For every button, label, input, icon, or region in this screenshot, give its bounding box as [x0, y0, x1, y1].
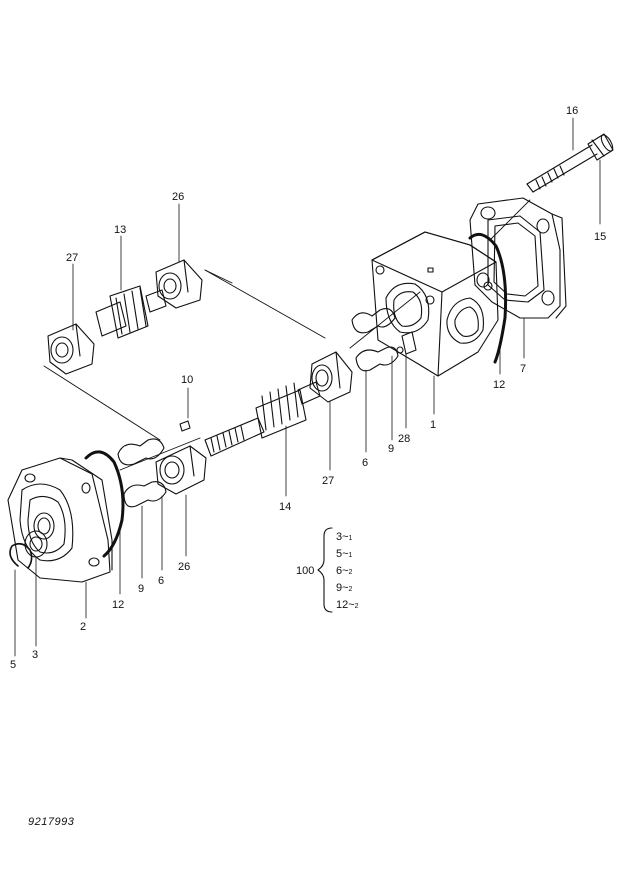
callout-12-right: 12 — [493, 379, 505, 391]
kit-item-qty: 2 — [355, 603, 359, 610]
callout-2: 2 — [80, 621, 86, 633]
drawing-number: 9217993 — [28, 816, 75, 828]
oil-seal-part-3 — [24, 530, 48, 558]
kit-brace — [317, 527, 333, 613]
kit-item-part: 12~ — [336, 599, 355, 611]
callout-5: 5 — [10, 659, 16, 671]
kit-item-qty: 1 — [349, 552, 353, 559]
kit-item: 3~1 — [336, 531, 353, 543]
pin-part-28 — [401, 331, 417, 355]
bushing-part-27-right — [309, 351, 353, 403]
callout-16: 16 — [566, 105, 578, 117]
callout-12-left: 12 — [112, 599, 124, 611]
cover-plate-part-7 — [469, 197, 567, 319]
callout-3: 3 — [32, 649, 38, 661]
callout-1: 1 — [430, 419, 436, 431]
callout-15: 15 — [594, 231, 606, 243]
callout-labels: 16 15 26 13 27 10 12 7 1 28 9 6 27 14 26… — [10, 105, 606, 671]
callout-27-right: 27 — [322, 475, 334, 487]
callout-9-left: 9 — [138, 583, 144, 595]
callout-6-left: 6 — [158, 575, 164, 587]
callout-13: 13 — [114, 224, 126, 236]
drive-gear-shaft-part-14 — [204, 381, 321, 457]
leader-lines — [14, 117, 601, 657]
callout-9-right: 9 — [388, 443, 394, 455]
callout-27-left: 27 — [66, 252, 78, 264]
kit-item: 6~2 — [336, 565, 353, 577]
callout-26-upper: 26 — [172, 191, 184, 203]
kit-item-part: 9~ — [336, 582, 349, 594]
pump-body-part-1 — [371, 231, 499, 377]
driven-gear-part-13 — [95, 285, 167, 339]
kit-items: 3~15~16~29~212~2 — [336, 531, 359, 611]
callout-7: 7 — [520, 363, 526, 375]
callout-6-right: 6 — [362, 457, 368, 469]
kit-item: 5~1 — [336, 548, 353, 560]
callout-28: 28 — [398, 433, 410, 445]
bushing-part-26-upper — [155, 259, 203, 309]
kit-item: 9~2 — [336, 582, 353, 594]
kit-number: 100 — [296, 565, 314, 577]
bushing-part-26-lower — [155, 445, 207, 495]
kit-item: 12~2 — [336, 599, 359, 611]
seal-ring-part-6-left — [117, 438, 167, 508]
key-part-10 — [179, 420, 191, 432]
callout-14: 14 — [279, 501, 291, 513]
kit-item-qty: 1 — [349, 535, 353, 542]
repair-kit-list: 100 3~15~16~29~212~2 — [296, 527, 359, 613]
callout-26-lower: 26 — [178, 561, 190, 573]
bushing-part-27-left — [47, 323, 95, 375]
snap-ring-part-5 — [9, 542, 33, 569]
kit-item-part: 6~ — [336, 565, 349, 577]
bolt-part-16 — [526, 133, 614, 193]
front-housing-part-2 — [7, 457, 113, 583]
o-ring-part-12-left — [84, 450, 125, 558]
seal-ring-part-6-right — [351, 308, 399, 372]
kit-item-part: 5~ — [336, 548, 349, 560]
callout-10: 10 — [181, 374, 193, 386]
kit-item-qty: 2 — [349, 569, 353, 576]
kit-item-qty: 2 — [349, 586, 353, 593]
kit-item-part: 3~ — [336, 531, 349, 543]
